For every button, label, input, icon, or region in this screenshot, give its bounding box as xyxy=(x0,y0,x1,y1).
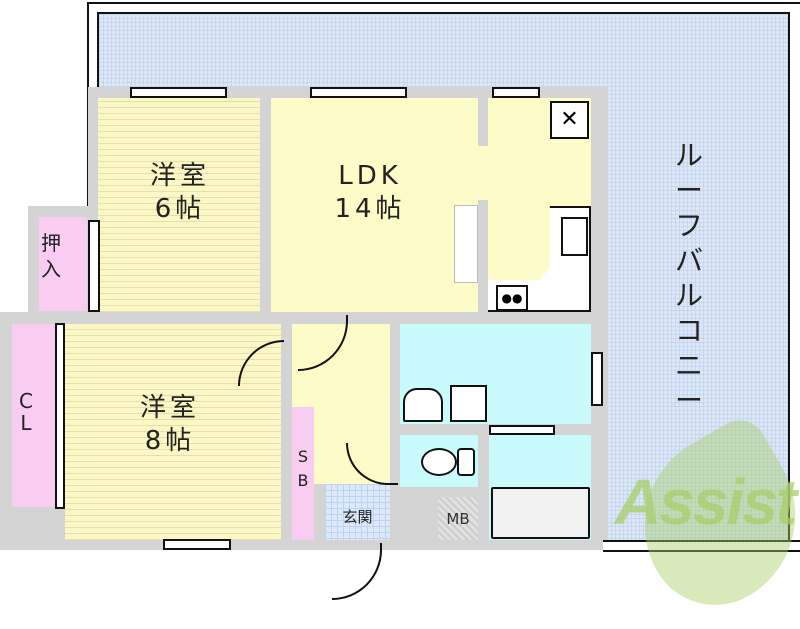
sink-icon xyxy=(561,217,588,256)
window-washroom[interactable] xyxy=(591,352,603,406)
room-name: 洋室 xyxy=(149,161,210,191)
room-size: 8帖 xyxy=(144,425,196,456)
western-room-8-label: 洋室 8帖 xyxy=(100,392,240,457)
shoe-box xyxy=(292,407,314,540)
western-room-8 xyxy=(65,324,281,540)
entrance-label: 玄関 xyxy=(342,508,373,526)
kitchen-lower xyxy=(488,146,558,282)
shoe-box-label: SB xyxy=(297,447,309,490)
bathtub-icon xyxy=(491,487,590,539)
window-ldk[interactable] xyxy=(310,87,407,98)
kitchen-island xyxy=(454,205,478,283)
room-size: 6帖 xyxy=(154,193,206,224)
western-room-6 xyxy=(98,98,260,312)
kitchen-partition xyxy=(478,98,488,146)
closet-cl-label: CL xyxy=(19,389,33,435)
window-western-6[interactable] xyxy=(130,87,227,98)
washing-machine-icon xyxy=(450,385,487,422)
balcony-bottom-strip xyxy=(603,540,800,552)
ldk-label: LDK 14帖 xyxy=(290,160,450,225)
cl-door[interactable] xyxy=(55,323,65,509)
window-western-8[interactable] xyxy=(163,539,231,550)
closet-cl xyxy=(12,324,55,507)
toilet-tank-icon xyxy=(457,448,475,476)
entrance xyxy=(325,484,390,540)
window-kitchen[interactable] xyxy=(492,87,540,98)
washbasin-icon xyxy=(403,388,443,422)
room-name: 洋室 xyxy=(139,393,200,423)
kitchen-counter-wall xyxy=(478,200,488,312)
oshiire-door[interactable] xyxy=(88,220,100,312)
range-hood-icon: ✕ xyxy=(550,101,589,139)
closet-oshiire xyxy=(39,217,87,311)
left-blank xyxy=(0,250,28,312)
door-entrance[interactable] xyxy=(332,543,382,600)
roof-balcony-label: ルーフバルコニー xyxy=(674,139,703,417)
toilet-bowl-icon xyxy=(421,448,457,476)
meter-box-label: MB xyxy=(446,510,470,528)
closet-oshiire-label: 押入 xyxy=(41,231,61,281)
watermark-logo: Assist xyxy=(615,466,797,538)
stove-icon: ●● xyxy=(496,285,528,311)
room-name: LDK xyxy=(338,161,402,191)
ldk-room xyxy=(271,98,478,312)
western-room-6-label: 洋室 6帖 xyxy=(110,160,250,225)
room-size: 14帖 xyxy=(334,193,406,224)
bath-door[interactable] xyxy=(489,425,555,435)
meter-box xyxy=(438,497,478,540)
